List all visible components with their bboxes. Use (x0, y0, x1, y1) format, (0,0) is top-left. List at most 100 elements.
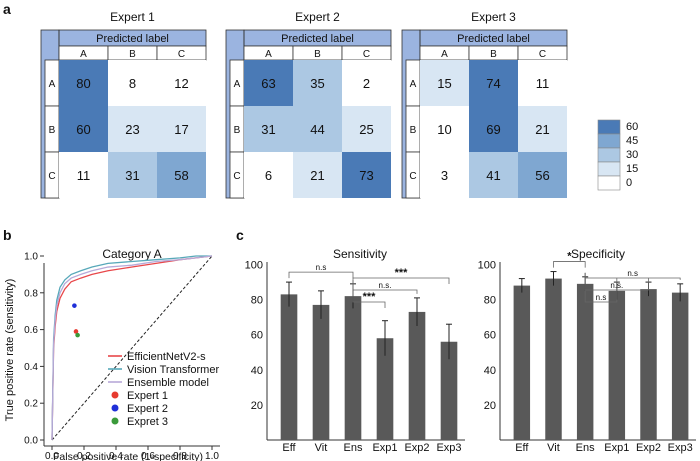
matrix-cell-value: 69 (486, 122, 500, 137)
matrix-cell-value: 21 (310, 168, 324, 183)
roc-curve (51, 255, 213, 441)
matrix-title: Expert 2 (295, 10, 340, 24)
matrix-cell-value: 17 (174, 122, 188, 137)
bar-y-tick-label: 80 (484, 295, 496, 307)
matrix-cell-value: 8 (129, 76, 136, 91)
matrix-cell (157, 152, 206, 198)
matrix-cell-value: 31 (125, 168, 139, 183)
scale-swatch (597, 175, 621, 191)
matrix-cell (342, 106, 391, 152)
row-label: A (410, 79, 417, 90)
significance-label: n.s (596, 293, 607, 302)
matrix-cell (157, 106, 206, 152)
bar-y-tick-label: 100 (478, 260, 496, 272)
bar-y-tick-label: 40 (484, 365, 496, 377)
roc-x-tick-label: 1.0 (205, 451, 219, 461)
significance-label: n.s (316, 263, 327, 272)
bar-category-label: Vit (547, 442, 560, 454)
matrix-cell-value: 58 (174, 168, 188, 183)
matrix-cell (342, 152, 391, 198)
panel-label-a: a (3, 1, 11, 17)
bar (671, 292, 689, 440)
matrix-cell (59, 106, 108, 152)
column-label: C (178, 49, 185, 60)
scale-tick-label: 15 (626, 163, 638, 175)
scale-swatch (597, 161, 621, 177)
significance-bracket (288, 271, 354, 279)
bar-category-label: Ens (344, 442, 363, 454)
matrix-cell-value: 44 (310, 122, 324, 137)
panel-label-b: b (3, 227, 12, 243)
significance-label: *** (363, 291, 377, 303)
bar (440, 341, 458, 440)
bar (312, 304, 330, 440)
matrix-cell (108, 60, 157, 106)
significance-bracket (352, 279, 386, 308)
legend-label: Expert 2 (127, 403, 168, 415)
column-label: C (539, 49, 546, 60)
bar-category-label: Exp3 (668, 442, 693, 454)
row-label: B (410, 125, 417, 136)
legend-label: Expert 1 (127, 390, 168, 402)
matrix-cell (108, 152, 157, 198)
bar-category-label: Exp3 (436, 442, 461, 454)
bar (545, 278, 562, 440)
matrix-cell-value: 60 (76, 122, 90, 137)
roc-y-tick-label: 0.6 (24, 325, 38, 336)
matrix-cell-value: 10 (437, 122, 451, 137)
row-label: C (409, 171, 416, 182)
bar (608, 290, 626, 440)
matrix-cell (469, 60, 518, 106)
roc-chance-diagonal (51, 255, 213, 441)
bar-y-tick-label: 20 (484, 400, 496, 412)
matrix-cell (59, 60, 108, 106)
roc-y-tick-label: 0.2 (24, 399, 38, 410)
matrix-cell (469, 106, 518, 152)
matrix-cell-value: 12 (174, 76, 188, 91)
panel-label-c: c (236, 227, 244, 243)
roc-y-axis-title: True positive rate (sensitivity) (4, 279, 16, 422)
legend-marker (111, 391, 119, 399)
bar-category-label: Vit (315, 442, 328, 454)
bar-category-label: Ens (576, 442, 595, 454)
legend-marker (111, 417, 119, 425)
bar-chart-title: Sensitivity (333, 247, 387, 261)
matrix-cell (244, 60, 293, 106)
column-label: B (314, 49, 321, 60)
roc-x-axis-title: False positive rate (1-specificity) (53, 451, 203, 461)
predicted-label-header: Predicted label (281, 33, 354, 45)
matrix-title: Expert 3 (471, 10, 516, 24)
row-label: B (234, 125, 241, 136)
matrix-cell (469, 152, 518, 198)
matrix-cell (293, 152, 342, 198)
expert-point (72, 303, 77, 308)
column-label: C (363, 49, 370, 60)
bar-y-tick-label: 40 (251, 365, 263, 377)
matrix-cell (342, 60, 391, 106)
matrix-cell (108, 106, 157, 152)
row-label: C (233, 171, 240, 182)
matrix-cell-value: 11 (536, 76, 550, 91)
expert-point (75, 332, 80, 338)
bar-y-tick-label: 60 (251, 330, 263, 342)
matrix-cell (518, 152, 567, 198)
column-label: A (441, 49, 448, 60)
matrix-cell (420, 106, 469, 152)
significance-bracket (553, 261, 586, 268)
column-label: B (129, 49, 136, 60)
legend-marker (111, 404, 119, 412)
significance-label: n.s (627, 269, 638, 278)
matrix-cell-value: 21 (535, 122, 549, 137)
bar-y-tick-label: 60 (484, 330, 496, 342)
matrix-cell-value: 56 (535, 168, 549, 183)
bar (513, 285, 531, 440)
bar (344, 296, 362, 440)
roc-y-tick-label: 1.0 (24, 252, 38, 263)
bar-category-label: Exp1 (372, 442, 397, 454)
roc-y-tick-label: 0.4 (24, 362, 38, 373)
column-label: B (490, 49, 497, 60)
matrix-cell-value: 74 (486, 76, 500, 91)
row-label: A (49, 79, 56, 90)
